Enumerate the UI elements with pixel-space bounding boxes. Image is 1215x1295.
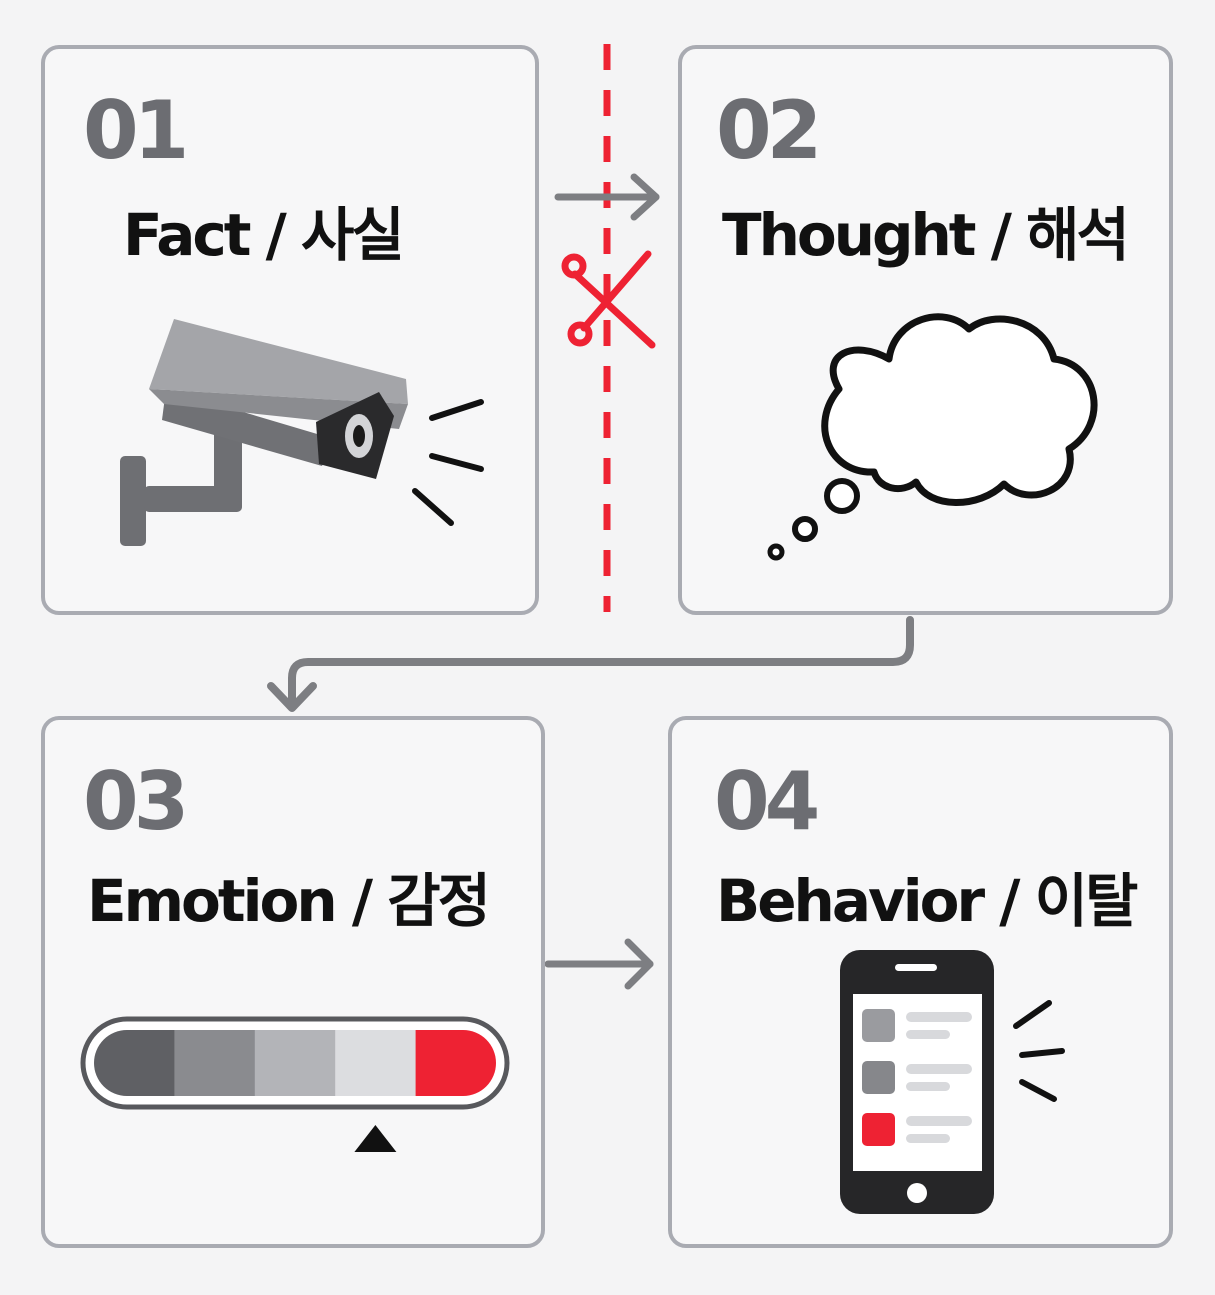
gauge-segment (335, 1030, 417, 1096)
step-card-emotion: 03 Emotion / 감정 (41, 716, 545, 1248)
thought-bubble-icon (767, 313, 1098, 561)
step-number: 03 (83, 755, 189, 848)
gauge-indicator-icon (354, 1125, 397, 1152)
step-card-fact: 01 Fact / 사실 (41, 45, 539, 615)
gauge-segment (174, 1030, 256, 1096)
step-title: Emotion / 감정 (87, 867, 491, 935)
gauge-segment (94, 1030, 175, 1096)
step-number: 04 (714, 755, 820, 848)
emotion-gauge-icon (80, 1016, 510, 1152)
step-title: Thought / 해석 (722, 201, 1130, 269)
gauge-segment (254, 1030, 336, 1096)
vibration-lines-icon (1013, 1000, 1065, 1102)
gauge-segments (94, 1030, 496, 1096)
arrow-thought-to-emotion (267, 616, 914, 712)
step-title: Fact / 사실 (123, 201, 405, 269)
gauge-segment (415, 1030, 496, 1096)
step-card-thought: 02 Thought / 해석 (678, 45, 1173, 615)
step-number: 01 (83, 84, 189, 177)
arrow-fact-to-thought (554, 173, 660, 221)
step-number: 02 (716, 84, 822, 177)
step-title: Behavior / 이탈 (716, 867, 1138, 935)
smartphone-icon (840, 950, 1065, 1214)
step-card-behavior: 04 Behavior / 이탈 (668, 716, 1173, 1248)
security-camera-icon (120, 319, 484, 546)
arrow-emotion-to-behavior (544, 938, 654, 990)
scissors-icon (561, 250, 656, 349)
